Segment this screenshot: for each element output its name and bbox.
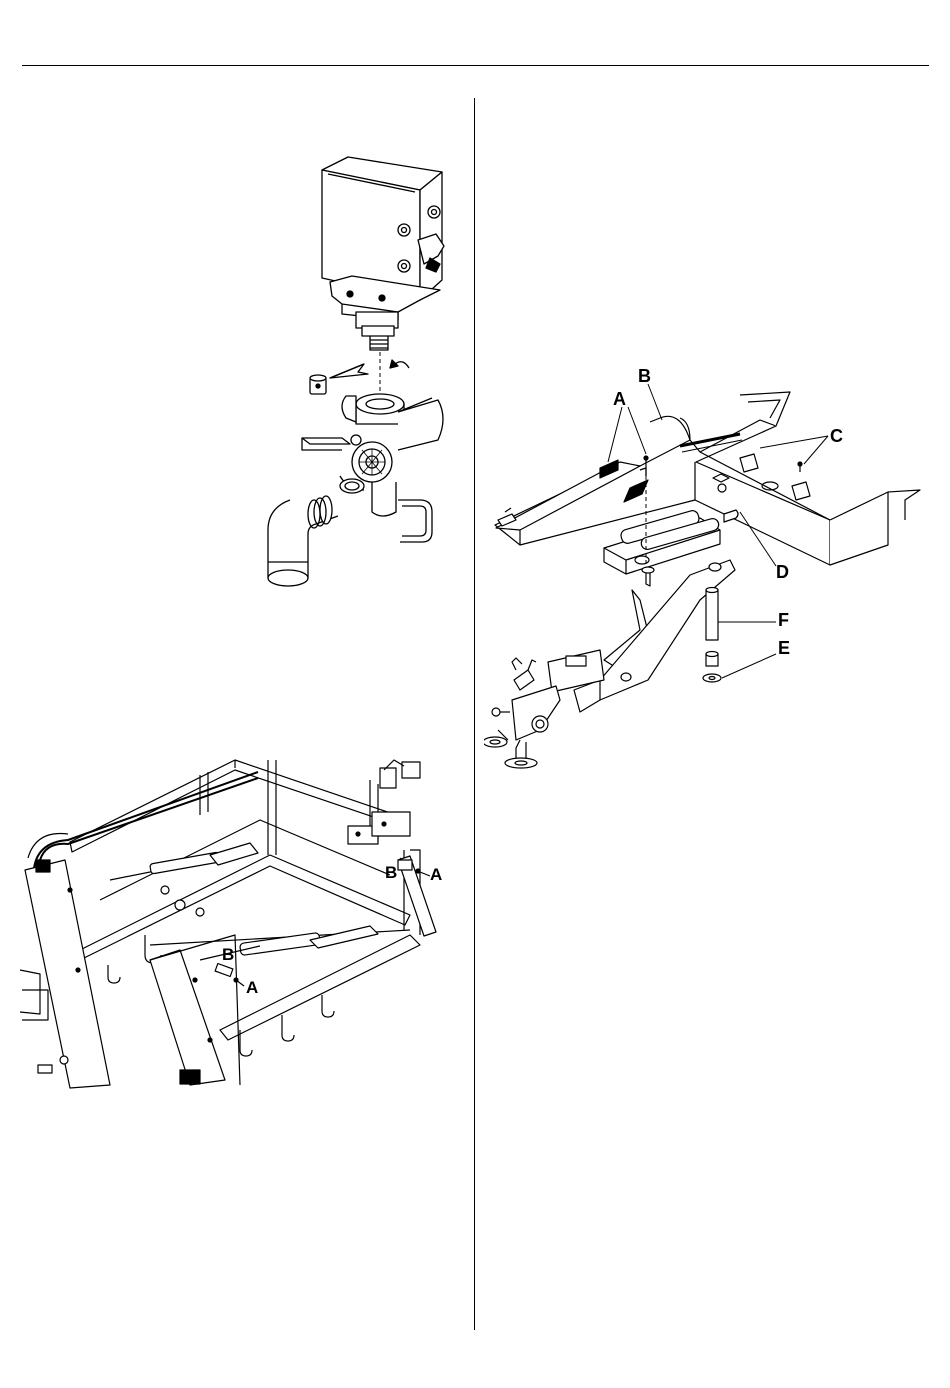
stay-cylinders [110, 843, 378, 960]
label-e: E [778, 638, 790, 658]
elbow-pipe [268, 496, 338, 586]
handle-frame [20, 772, 258, 1088]
clip-left [302, 438, 350, 444]
label-a-right: A [430, 865, 442, 884]
label-c: C [830, 426, 843, 446]
label-a: A [613, 389, 626, 409]
drawbar-arm [484, 560, 735, 768]
pump-valve-assembly-illustration [240, 150, 455, 600]
pump-flange [330, 276, 440, 350]
pin-and-washer [703, 588, 721, 683]
label-b-left: B [222, 945, 234, 964]
label-a-left: A [246, 978, 258, 997]
header-rule [22, 65, 929, 66]
label-f: F [778, 610, 789, 630]
frame-rails [70, 760, 420, 1040]
mounting-plate [495, 392, 920, 565]
label-b: B [638, 366, 651, 386]
column-divider [474, 98, 475, 1330]
frame-stays-illustration: A B B A [18, 755, 458, 1090]
label-d: D [776, 562, 789, 582]
bolt-icon [420, 872, 430, 876]
valve-body [340, 394, 443, 516]
drawbar-assembly-illustration: A B C D E F [484, 360, 924, 780]
stay-plate-left [215, 964, 233, 977]
label-b-right: B [385, 863, 397, 882]
cap-part [310, 375, 326, 394]
